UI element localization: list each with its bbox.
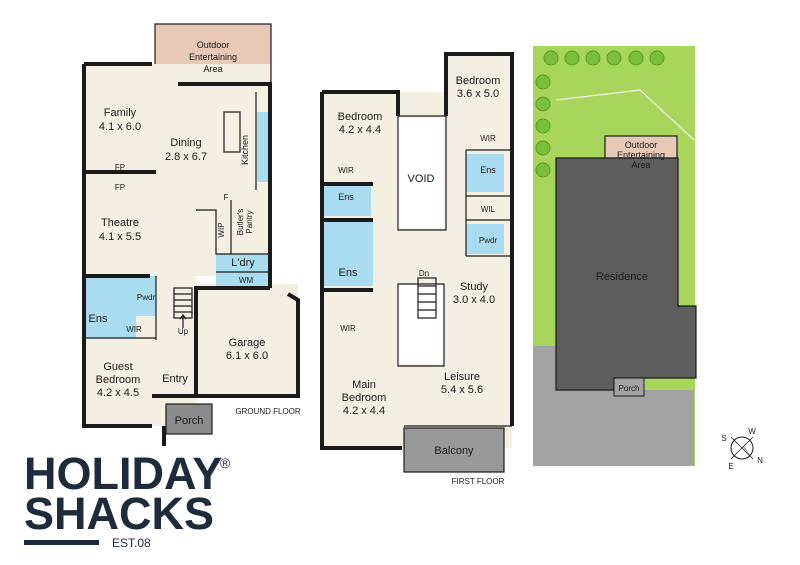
ens-label-3: Ens bbox=[339, 267, 358, 279]
brand-logo-line-2: SHACKS bbox=[24, 488, 215, 539]
first-ensuite-main bbox=[323, 222, 373, 286]
fp-label-1: FP bbox=[115, 163, 125, 172]
compass-n: N bbox=[757, 456, 763, 465]
bedroom-1-size: 4.2 x 4.4 bbox=[339, 124, 381, 136]
compass-w: W bbox=[748, 427, 756, 436]
first-floor-labels: Bedroom 4.2 x 4.4 Bedroom 3.6 x 5.0 VOID… bbox=[338, 75, 505, 486]
ground-porch-label: Porch bbox=[175, 415, 204, 427]
ground-floor-caption: GROUND FLOOR bbox=[235, 407, 301, 416]
ground-pwdr-label: Pwdr bbox=[137, 293, 156, 302]
first-stair-icon bbox=[417, 277, 437, 319]
balcony-label: Balcony bbox=[434, 445, 474, 457]
driveway bbox=[533, 346, 694, 466]
bedroom-1-name: Bedroom bbox=[338, 111, 383, 123]
first-ensuite-2 bbox=[466, 154, 504, 192]
site-outdoor-1: Outdoor bbox=[625, 140, 658, 150]
outdoor-label-3: Area bbox=[203, 64, 222, 74]
butlers-label-1: Butler's bbox=[236, 209, 245, 235]
compass-icon bbox=[730, 436, 754, 460]
family-size: 4.1 x 6.0 bbox=[99, 121, 141, 133]
family-name: Family bbox=[104, 107, 137, 119]
kitchen-name: Kitchen bbox=[240, 135, 250, 165]
up-label: Up bbox=[178, 327, 189, 336]
laundry-label: L'dry bbox=[231, 257, 255, 269]
site-plan-labels: Outdoor Entertaining Area Residence Porc… bbox=[596, 140, 665, 393]
first-powder bbox=[466, 224, 504, 254]
ens-label-1: Ens bbox=[338, 192, 354, 202]
laundry bbox=[216, 254, 270, 286]
site-outdoor-2: Entertaining bbox=[617, 150, 665, 160]
registered-mark: ® bbox=[220, 455, 231, 471]
brand-logo-line-1: HOLIDAY bbox=[24, 448, 223, 499]
site-outdoor-3: Area bbox=[631, 160, 650, 170]
guest-name-1: Guest bbox=[103, 361, 132, 373]
guest-name-2: Bedroom bbox=[96, 374, 141, 386]
compass-e: E bbox=[728, 462, 733, 471]
leisure-size: 5.4 x 5.6 bbox=[441, 384, 483, 396]
balcony bbox=[404, 428, 504, 472]
compass-labels: S W E N bbox=[721, 427, 763, 471]
bedroom-2-size: 3.6 x 5.0 bbox=[457, 88, 499, 100]
first-ensuite-1 bbox=[323, 184, 371, 216]
wm-label: WM bbox=[239, 276, 254, 285]
theatre-name: Theatre bbox=[101, 217, 139, 229]
main-bedroom-name-1: Main bbox=[352, 379, 376, 391]
wip-label: WIP bbox=[217, 222, 226, 237]
butlers-label-2: Pantry bbox=[245, 210, 254, 233]
first-floor-plan bbox=[320, 52, 514, 473]
main-bedroom-size: 4.2 x 4.4 bbox=[343, 405, 385, 417]
wir-label-3: WIR bbox=[340, 324, 356, 333]
entry-label: Entry bbox=[162, 373, 188, 385]
f-label: F bbox=[224, 193, 229, 202]
first-floor-caption: FIRST FLOOR bbox=[452, 477, 505, 486]
ground-stair-icon bbox=[173, 287, 193, 328]
dining-name: Dining bbox=[170, 137, 201, 149]
site-plan bbox=[533, 46, 697, 466]
ground-porch bbox=[166, 404, 212, 434]
leisure-name: Leisure bbox=[444, 371, 480, 383]
garage-size: 6.1 x 6.0 bbox=[226, 350, 268, 362]
outdoor-label-2: Entertaining bbox=[189, 52, 237, 62]
wir-label-1: WIR bbox=[338, 166, 354, 175]
fp-label-2: FP bbox=[115, 183, 125, 192]
main-bedroom-name-2: Bedroom bbox=[342, 392, 387, 404]
garage-name: Garage bbox=[229, 337, 266, 349]
study-name: Study bbox=[460, 281, 489, 293]
wir-label-2: WIR bbox=[480, 134, 496, 143]
bedroom-2-name: Bedroom bbox=[456, 75, 501, 87]
wil-label: WIL bbox=[481, 205, 496, 214]
ground-floor-plan bbox=[82, 23, 300, 446]
ground-floor-labels: Outdoor Entertaining Area Family 4.1 x 6… bbox=[89, 40, 301, 427]
outdoor-label-1: Outdoor bbox=[197, 40, 230, 50]
first-pwdr-label: Pwdr bbox=[479, 236, 498, 245]
guest-size: 4.2 x 4.5 bbox=[97, 387, 139, 399]
brand-established: EST.08 bbox=[112, 536, 151, 550]
ground-powder bbox=[111, 276, 156, 316]
dining-size: 2.8 x 6.7 bbox=[165, 151, 207, 163]
void-label: VOID bbox=[408, 173, 435, 185]
compass-s: S bbox=[721, 434, 726, 443]
brand-underline bbox=[24, 540, 99, 545]
ens-label-2: Ens bbox=[480, 165, 496, 175]
ground-ens-label: Ens bbox=[89, 313, 108, 325]
theatre-size: 4.1 x 5.5 bbox=[99, 231, 141, 243]
residence bbox=[556, 158, 696, 390]
tree-icon bbox=[535, 50, 665, 178]
residence-label: Residence bbox=[596, 271, 648, 283]
dn-label: Dn bbox=[419, 269, 429, 278]
site-porch-label: Porch bbox=[619, 384, 640, 393]
ground-wir-label: WIR bbox=[126, 325, 142, 334]
study-size: 3.0 x 4.0 bbox=[453, 294, 495, 306]
